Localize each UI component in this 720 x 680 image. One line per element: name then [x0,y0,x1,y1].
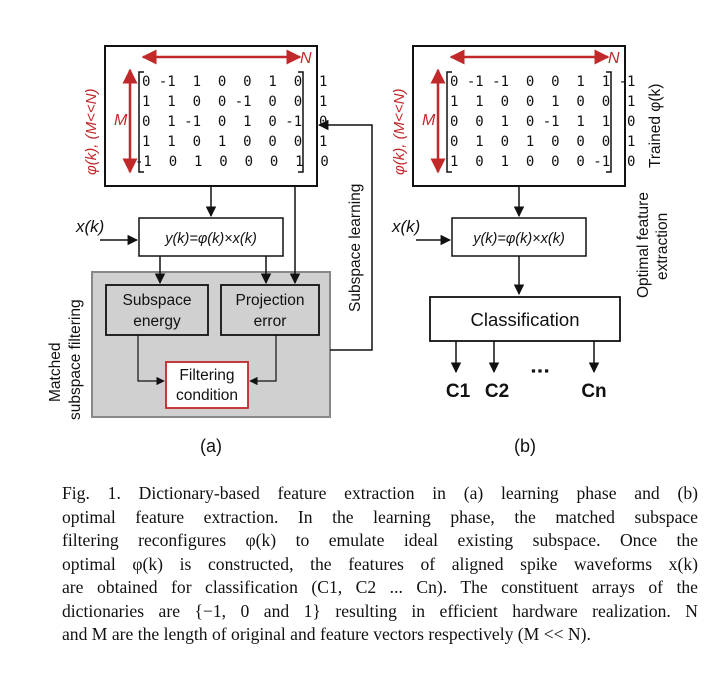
matrix-box-b [412,45,626,187]
matrix-box-a [104,45,318,187]
m-label-a: M [114,112,128,129]
filtering-condition-box [165,361,249,409]
eq-box-a [138,217,284,257]
phi-label-b: φ(k), (M<<N) [391,89,408,175]
matrix-a-row-1: 0 -1 1 0 0 1 0 1 [142,74,327,90]
figure-diagram: N M 0 -1 1 0 0 1 0 1 1 1 0 0 -1 0 0 1 0 … [47,45,671,456]
class-c1: C1 [446,381,471,402]
caption-line-1: Fig. 1. Dictionary-based feature extract… [62,483,698,503]
caption-line-4: optimal φ(k) is constructed, the feature… [62,553,698,574]
projection-error-line1: Projection [236,292,305,309]
optimal-label-2: extraction [654,213,671,280]
panel-a-label: (a) [200,436,222,456]
ellipsis-dots: ▪▪▪ [531,363,551,378]
n-label-a: N [300,50,312,67]
eq-label-b: y(k)=φ(k)×x(k) [472,231,565,247]
matrix-b-row-1: 0 -1 -1 0 0 1 1 -1 [450,74,635,90]
bracket-right-a [298,71,304,173]
matrix-b-row-3: 0 0 1 0 -1 1 1 0 [450,114,635,130]
bracket-left-a [138,71,144,173]
projection-error-line2: error [254,313,287,330]
matrix-b-row-5: 1 0 1 0 0 0 -1 0 [450,154,635,170]
n-label-b: N [608,50,620,67]
matrix-b-row-4: 0 1 0 1 0 0 0 1 [450,134,635,150]
classification-label: Classification [471,309,580,330]
bracket-right-b [606,71,612,173]
caption-line-7: and M are the length of original and fea… [62,624,591,644]
arrow-energy-to-filter [137,335,165,386]
panel-a: N M 0 -1 1 0 0 1 0 1 1 1 0 0 -1 0 0 1 0 … [47,45,373,456]
caption-line-3: filtering reconfigures φ(k) to emulate i… [62,530,698,550]
m-label-b: M [422,112,436,129]
phi-label-a: φ(k), (M<<N) [83,89,100,175]
matrix-a-row-3: 0 1 -1 0 1 0 -1 0 [142,114,327,130]
figure-caption: Fig. 1. Dictionary-based feature extract… [62,482,698,647]
panel-b: N M 0 -1 -1 0 0 1 1 -1 1 1 0 0 1 0 0 1 0… [391,45,671,456]
filtering-condition-line1: Filtering [179,367,234,384]
eq-label-a: y(k)=φ(k)×x(k) [164,231,257,247]
eq-box-b [451,217,587,257]
subspace-learning-label: Subspace learning [347,184,364,312]
matrix-a-row-5: -1 0 1 0 0 0 1 0 [135,154,329,170]
input-label-b: x(k) [391,217,420,236]
subspace-energy-box [105,284,209,336]
subspace-energy-line2: energy [133,313,181,330]
panel-b-label: (b) [514,436,536,456]
subspace-learning-loop [317,119,373,351]
matrix-a-row-2: 1 1 0 0 -1 0 0 1 [142,94,327,110]
caption-line-6: dictionaries are {−1, 0 and 1} resulting… [62,600,698,621]
projection-error-box [220,284,320,336]
subspace-energy-line1: Subspace [123,292,192,309]
matched-label-2: subspace filtering [67,299,84,420]
bracket-left-b [446,71,452,173]
trained-phi-label: Trained φ(k) [647,84,664,168]
optimal-label-1: Optimal feature [635,192,652,298]
class-cn: Cn [581,381,606,402]
matrix-a-row-4: 1 1 0 1 0 0 0 1 [142,134,327,150]
arrow-projection-to-filter [249,335,277,386]
class-c2: C2 [485,381,509,402]
caption-line-2: optimal feature extraction. In the learn… [62,506,698,527]
caption-line-5: are obtained for classification (C1, C2 … [62,577,698,597]
input-label-a: x(k) [75,217,104,236]
matched-label-1: Matched [47,343,64,402]
matrix-b-row-2: 1 1 0 0 1 0 0 1 [450,94,635,110]
filtering-condition-line2: condition [176,387,238,404]
classification-box [429,296,621,342]
